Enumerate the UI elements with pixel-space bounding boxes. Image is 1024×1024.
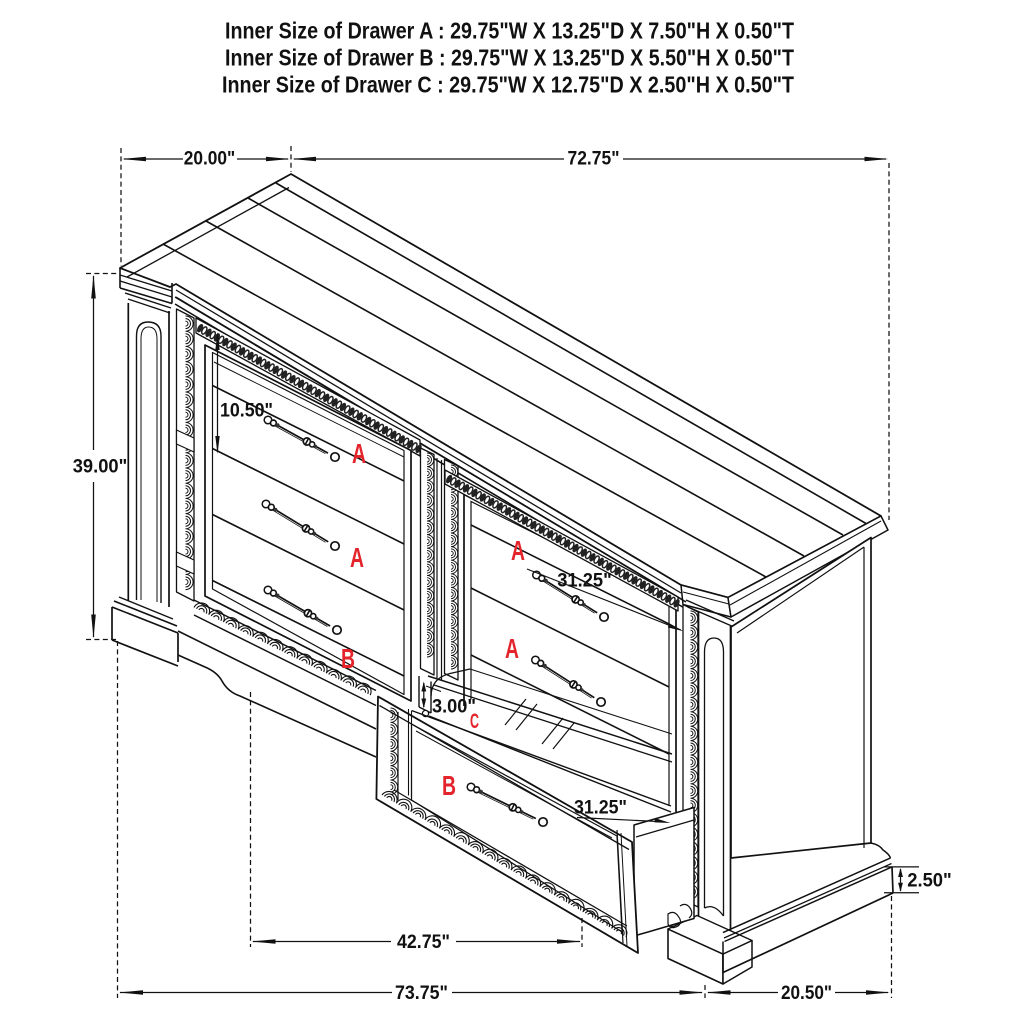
svg-text:A: A [352, 438, 366, 469]
svg-text:Inner Size of Drawer A : 29.75: Inner Size of Drawer A : 29.75"W X 13.25… [225, 18, 795, 44]
svg-text:B: B [442, 770, 456, 801]
svg-text:10.50": 10.50" [220, 401, 273, 422]
svg-text:C: C [470, 710, 479, 733]
svg-text:2.50": 2.50" [907, 871, 952, 892]
svg-text:31.25": 31.25" [557, 571, 612, 592]
svg-text:3.00": 3.00" [432, 697, 476, 718]
svg-text:A: A [350, 542, 364, 573]
svg-text:A: A [505, 633, 519, 664]
svg-text:Inner Size of Drawer C : 29.75: Inner Size of Drawer C : 29.75"W X 12.75… [222, 72, 795, 98]
svg-text:73.75": 73.75" [395, 983, 448, 1004]
svg-text:A: A [511, 535, 525, 566]
svg-text:B: B [341, 643, 355, 674]
svg-text:Inner Size of Drawer B : 29.75: Inner Size of Drawer B : 29.75"W X 13.25… [225, 45, 795, 71]
svg-text:39.00": 39.00" [73, 457, 128, 478]
svg-text:72.75": 72.75" [568, 149, 620, 170]
svg-text:20.00": 20.00" [184, 149, 236, 170]
svg-text:42.75": 42.75" [397, 932, 450, 953]
svg-text:31.25": 31.25" [574, 798, 627, 819]
svg-text:20.50": 20.50" [781, 983, 832, 1004]
